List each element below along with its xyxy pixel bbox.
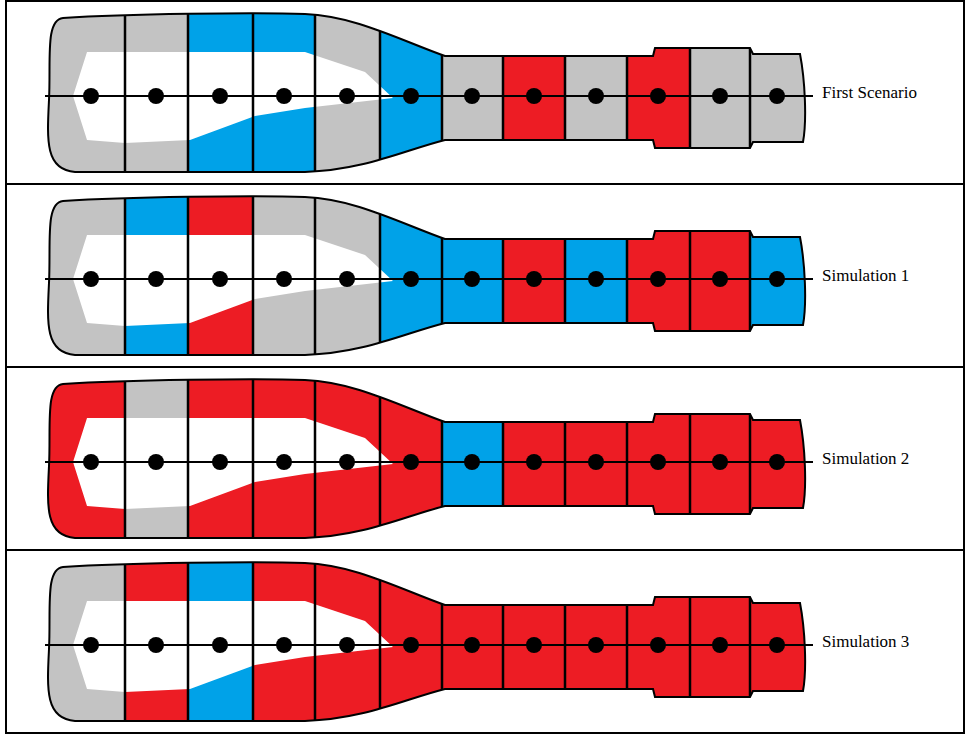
bone-row xyxy=(35,549,820,732)
scenario-row: First Scenario xyxy=(5,0,965,185)
bone-row xyxy=(35,183,820,366)
bone-overlay xyxy=(45,366,813,549)
row-label: Simulation 3 xyxy=(822,632,909,652)
segment-fills xyxy=(35,0,820,183)
bone-row xyxy=(35,0,820,183)
segment-fills xyxy=(35,549,820,732)
row-label: Simulation 2 xyxy=(822,449,909,469)
bone-overlay xyxy=(45,0,813,183)
segment-fills xyxy=(35,366,820,549)
segment xyxy=(750,0,820,183)
scenario-row: Simulation 3 xyxy=(5,549,965,734)
bone-overlay xyxy=(45,549,813,732)
segment-fills xyxy=(35,183,820,366)
scenario-row: Simulation 2 xyxy=(5,366,965,551)
row-label: First Scenario xyxy=(822,83,917,103)
bone-row xyxy=(35,366,820,549)
row-label: Simulation 1 xyxy=(822,266,909,286)
scenario-row: Simulation 1 xyxy=(5,183,965,368)
bone-overlay xyxy=(45,183,813,366)
segment xyxy=(750,549,820,732)
segment xyxy=(750,366,820,549)
segment xyxy=(750,183,820,366)
